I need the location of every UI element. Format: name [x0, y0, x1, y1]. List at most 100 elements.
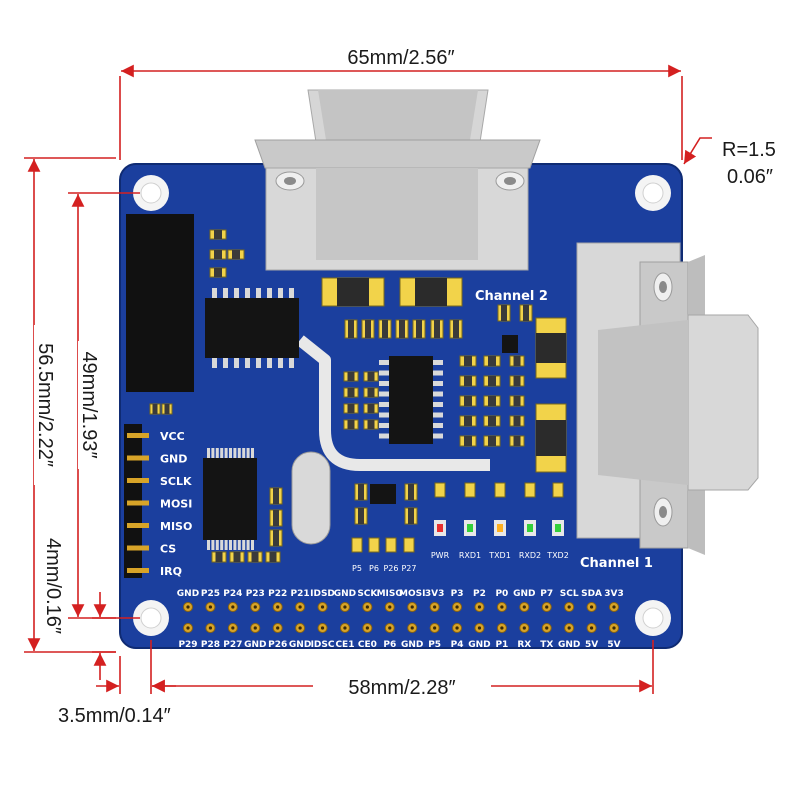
- gpio-bottom-label: P27: [223, 640, 242, 650]
- jumper-label: P5: [352, 564, 362, 573]
- gpio-bottom-label: GND: [401, 640, 423, 650]
- ic-pin: [433, 412, 443, 418]
- ic-pin: [242, 540, 246, 550]
- ic-pin: [251, 448, 254, 458]
- smd-components: [149, 229, 533, 563]
- ic-chip-soic: [203, 458, 257, 540]
- smd-part-body: [488, 396, 496, 406]
- gpio-top-label: SDA: [581, 589, 602, 599]
- led-light: [467, 524, 473, 532]
- gpio-pin-hole: [500, 605, 504, 609]
- led-label: TXD1: [488, 551, 511, 560]
- gpio-pin-hole: [433, 626, 437, 630]
- jumper-label: P26: [383, 564, 398, 573]
- ic-pin: [220, 448, 224, 458]
- gpio-bottom-label: GND: [244, 640, 266, 650]
- gpio-top-label: MOSI: [399, 589, 425, 599]
- led-label: RXD2: [519, 551, 541, 560]
- smd-part-body: [488, 416, 496, 426]
- spi-pin: [127, 568, 149, 573]
- ic-pin: [245, 288, 250, 298]
- gpio-bottom-label: GND: [558, 640, 580, 650]
- ic-pin: [212, 288, 217, 298]
- gpio-pin-hole: [298, 626, 302, 630]
- jumper-pad: [368, 537, 380, 553]
- smd-part-body: [215, 552, 223, 562]
- channel-1-label: Channel 1: [580, 556, 653, 571]
- spi-pin-label: GND: [160, 453, 187, 466]
- gpio-pin-hole: [276, 626, 280, 630]
- gpio-bottom-label: GND: [289, 640, 311, 650]
- ic-pin: [220, 540, 224, 550]
- gpio-pin-hole: [567, 605, 571, 609]
- radius-leader: [683, 137, 712, 165]
- ic-pin: [278, 358, 283, 368]
- smd-part-body: [233, 552, 241, 562]
- gpio-bottom-label: CE1: [335, 640, 354, 650]
- smd-part-body: [464, 376, 472, 386]
- gpio-pin-hole: [253, 626, 257, 630]
- gpio-top-label: P3: [451, 589, 464, 599]
- led-label: PWR: [431, 551, 450, 560]
- spi-pin-label: IRQ: [160, 565, 182, 578]
- gpio-40pin-header: [183, 602, 619, 633]
- crystal-oscillator: [291, 451, 331, 545]
- gpio-bottom-label: P26: [268, 640, 287, 650]
- gpio-bottom-label: 5V: [585, 640, 598, 650]
- gpio-pin-hole: [589, 626, 594, 630]
- smd-part-body: [513, 376, 521, 386]
- gpio-pin-hole: [455, 605, 459, 609]
- gpio-pin-hole: [612, 605, 616, 609]
- gpio-pin-hole: [410, 626, 414, 630]
- smd-part-body: [273, 510, 279, 526]
- spi-pin: [127, 478, 149, 483]
- led-light: [497, 524, 503, 532]
- margin-horizontal-label: 3.5mm/0.14″: [58, 705, 171, 727]
- gpio-top-label: GND: [334, 589, 356, 599]
- smd-part-body: [399, 320, 405, 338]
- gpio-top-label: P23: [246, 589, 265, 599]
- smd-part-body: [152, 404, 158, 414]
- smd-part-body: [523, 305, 529, 321]
- gpio-pin-hole: [365, 605, 369, 609]
- smd-part-body: [348, 320, 354, 338]
- smd-part-body: [358, 484, 364, 500]
- ic-pin: [433, 391, 443, 397]
- ic-pin: [289, 288, 294, 298]
- gpio-pin-hole: [365, 626, 369, 630]
- ic-pin: [379, 423, 389, 428]
- jumper-label: P6: [369, 564, 379, 573]
- mounting-hole-bottom-left: [133, 600, 169, 636]
- gpio-pin-hole: [231, 605, 235, 609]
- spi-pin: [127, 545, 149, 551]
- ic-pins: [207, 288, 443, 550]
- mounting-hole-bottom-right: [635, 600, 671, 636]
- ic-pin: [379, 381, 389, 386]
- gpio-top-label: GND: [513, 589, 535, 599]
- gpio-bottom-label: P5: [428, 640, 441, 650]
- ic-pin: [267, 288, 272, 298]
- led-light: [527, 524, 533, 532]
- smd-part-body: [347, 420, 355, 429]
- ic-pin: [433, 370, 443, 376]
- smd-part-body: [513, 356, 521, 366]
- ic-pin: [433, 402, 443, 407]
- jumper-label: P27: [401, 564, 416, 573]
- ic-pin: [379, 391, 389, 397]
- gpio-top-label: 3V3: [604, 589, 624, 599]
- gpio-top-label: P21: [291, 589, 310, 599]
- smd-part-body: [488, 436, 496, 446]
- ic-pin: [256, 358, 261, 368]
- led-resistor: [464, 482, 476, 498]
- gpio-pin-hole: [208, 605, 213, 609]
- gpio-pin-hole: [545, 605, 549, 609]
- gpio-pin-hole: [343, 605, 347, 609]
- ic-pin: [246, 448, 250, 458]
- gpio-pin-hole: [567, 626, 571, 630]
- smd-part-body: [464, 436, 472, 446]
- width-bottom-label: 58mm/2.28″: [348, 677, 455, 699]
- ic-pin: [211, 448, 215, 458]
